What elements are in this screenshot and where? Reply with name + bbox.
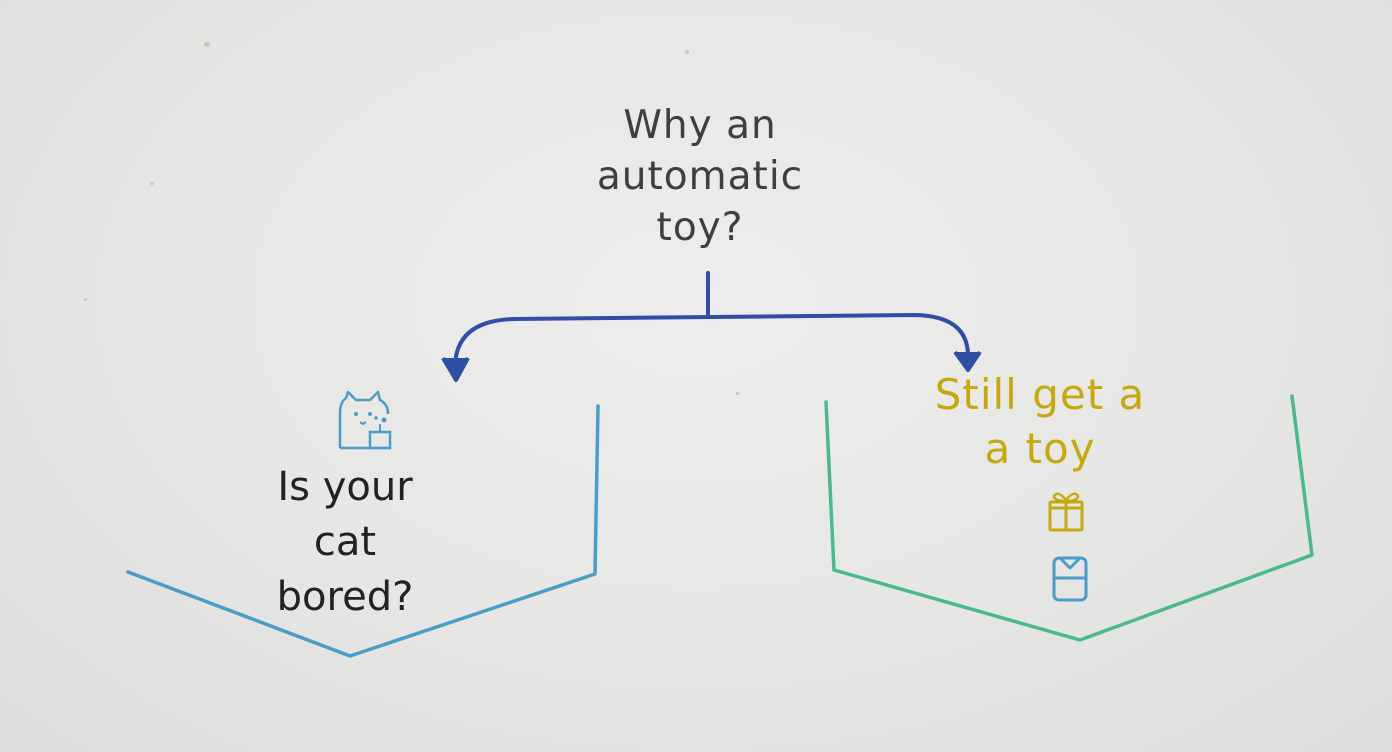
question-line: automatic — [596, 154, 804, 199]
left-branch-outline — [126, 404, 600, 658]
right-branch-outline — [824, 394, 1314, 642]
question-line: Why an — [623, 103, 777, 148]
dust-speck — [84, 298, 87, 301]
right-branch-line: Still get a — [934, 370, 1146, 419]
right-branch-line: a toy — [984, 424, 1096, 473]
gift-icon — [1048, 492, 1084, 532]
dust-speck — [204, 42, 210, 47]
dust-speck — [150, 182, 154, 185]
left-branch-line: cat — [313, 519, 377, 565]
left-branch-line: Is your — [277, 464, 413, 510]
left-arrowhead — [441, 356, 470, 382]
right-arrowhead — [953, 350, 982, 372]
dust-speck — [685, 50, 689, 54]
left-branch-line: bored? — [276, 574, 414, 620]
question-line: toy? — [656, 205, 744, 250]
branch-bar — [453, 312, 970, 370]
dust-speck — [736, 392, 739, 395]
right-branch-label: Still get a a toy — [900, 368, 1180, 476]
box-icon — [1052, 556, 1088, 602]
cat-with-toy-icon — [338, 390, 392, 450]
left-branch-label: Is your cat bored? — [230, 460, 460, 625]
question-text: Why an automatic toy? — [560, 100, 840, 253]
